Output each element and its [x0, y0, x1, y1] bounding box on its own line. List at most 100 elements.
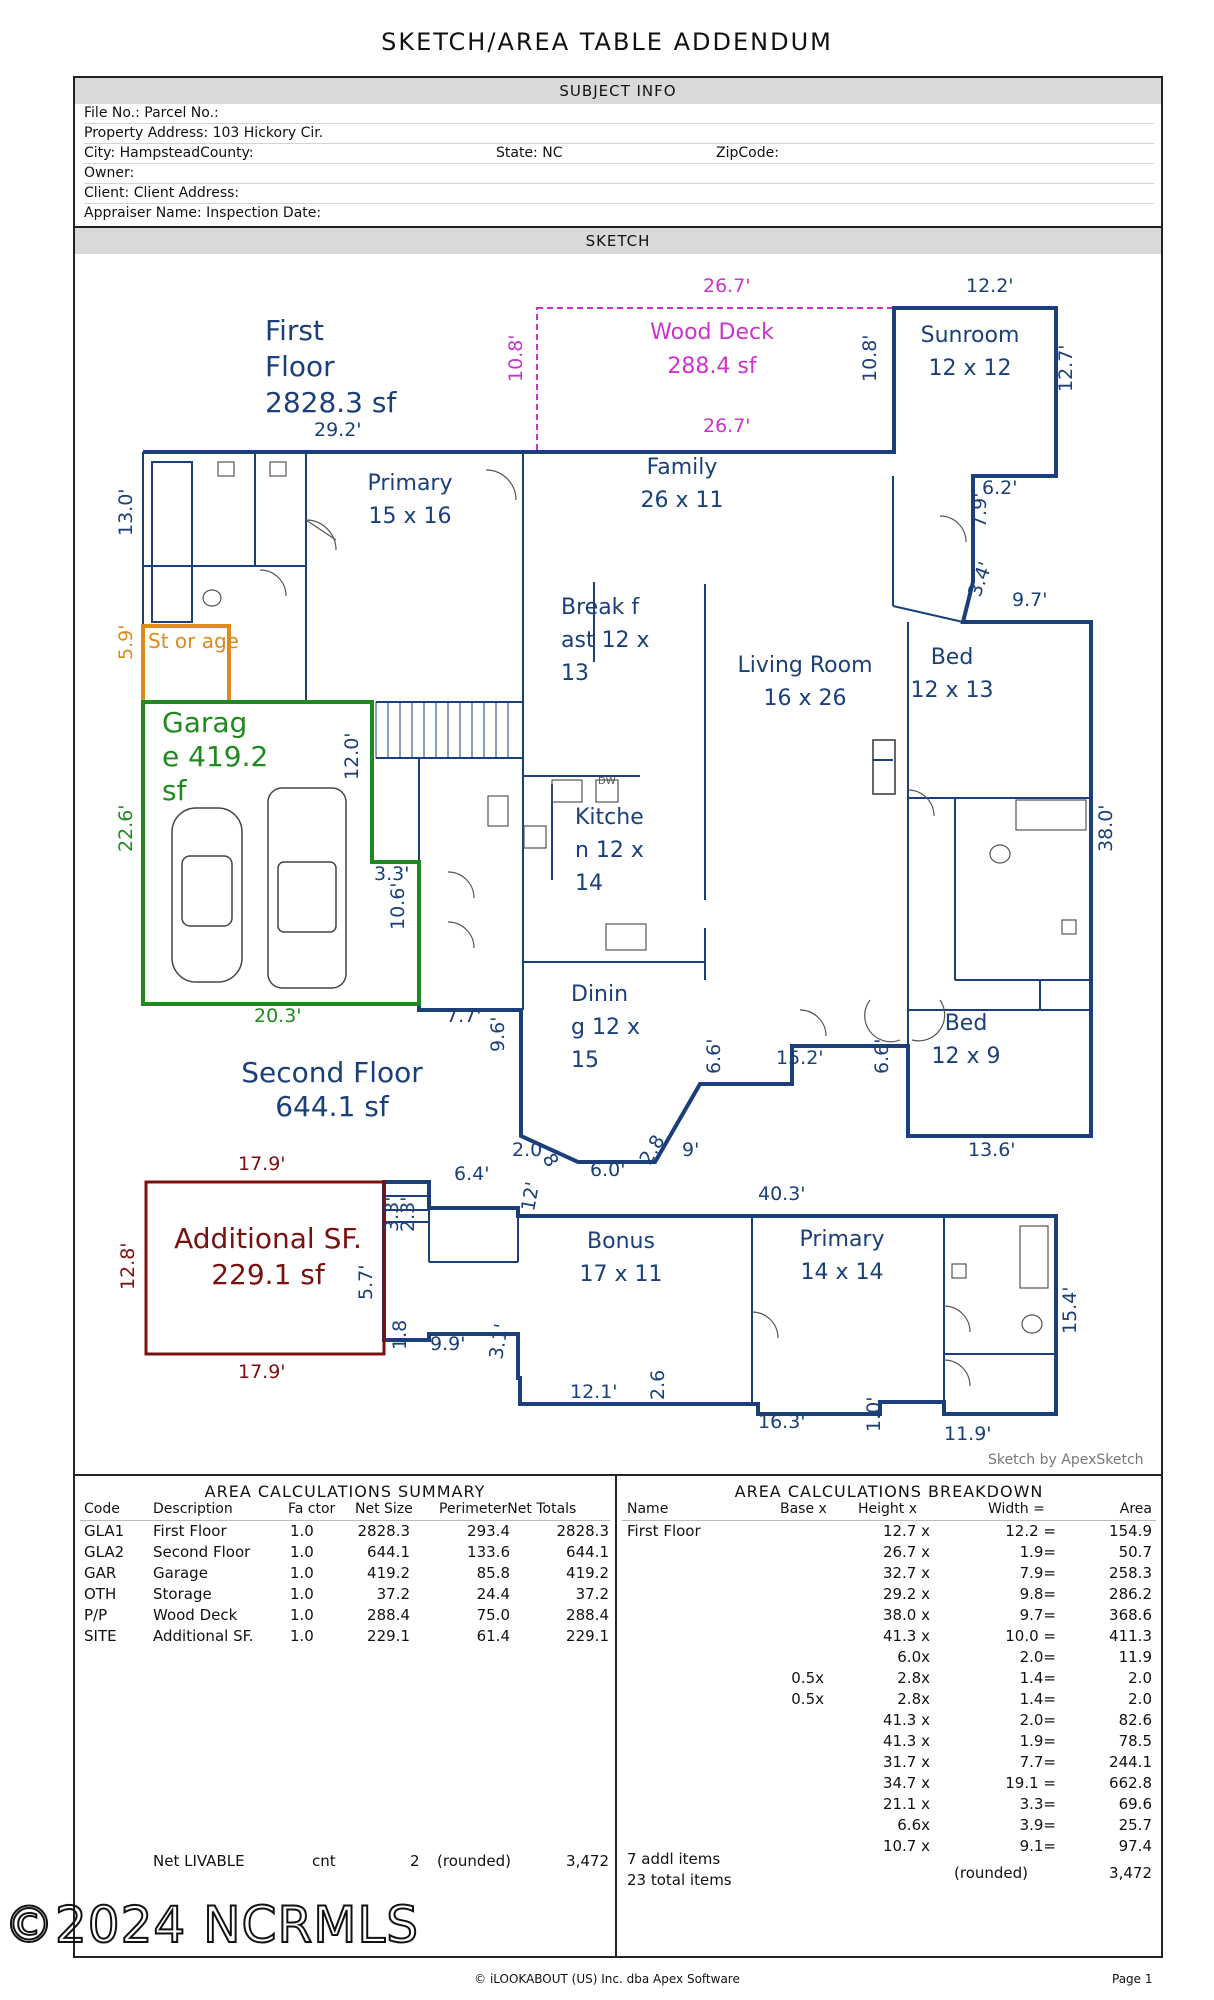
room-label-breakfast: 13 [561, 661, 589, 686]
summary-cell-code: P/P [84, 1606, 108, 1624]
summary-cell-factor: 1.0 [290, 1564, 314, 1582]
breakdown-cell-height: 41.3 x [882, 1627, 930, 1645]
dimension-d119: 11.9' [944, 1423, 992, 1445]
breakdown-cell-area: 69.6 [1118, 1795, 1152, 1813]
room-label-sunroom: 12 x 12 [929, 356, 1012, 381]
room-label-living: 16 x 26 [764, 686, 847, 711]
second-floor-outline [382, 1180, 1058, 1416]
table-split [615, 1474, 617, 1958]
area-label-wood-deck: 288.4 sf [667, 354, 757, 379]
dimension-d66a: 6.6' [703, 1039, 725, 1074]
col-width: Width = [988, 1501, 1045, 1517]
addendum-frame [73, 76, 1163, 1958]
dimension-add_bottom: 17.9' [238, 1361, 286, 1383]
breakdown-cell-area: 2.0 [1128, 1690, 1152, 1708]
dimension-sun_right: 12.7' [1055, 344, 1077, 392]
summary-cell-perimeter: 24.4 [476, 1585, 510, 1603]
col-net-size: Net Size [355, 1501, 413, 1517]
breakdown-cell-width: 19.1 = [1005, 1774, 1056, 1792]
breakdown-cell-area: 50.7 [1118, 1543, 1152, 1561]
dimension-ff_top: 29.2' [314, 419, 362, 441]
dimension-add_right: 5.7' [355, 1265, 377, 1300]
dimension-d20: 2.0 [512, 1139, 542, 1161]
property-address: Property Address: 103 Hickory Cir. [84, 125, 324, 141]
room-label-kitchen: 14 [575, 871, 603, 896]
summary-cell-code: GAR [84, 1564, 117, 1582]
net-livable-cnt-label: cnt [312, 1852, 336, 1870]
summary-cell-description: Wood Deck [153, 1606, 238, 1624]
summary-cell-code: GLA1 [84, 1522, 125, 1540]
state: State: NC [496, 145, 563, 161]
first-floor-outline [143, 306, 1093, 1164]
summary-cell-factor: 1.0 [290, 1522, 314, 1540]
appraiser-row: Appraiser Name: Inspection Date: [84, 204, 1154, 223]
dimension-d99: 9.9' [430, 1333, 465, 1355]
breakdown-cell-base: 0.5x [791, 1669, 824, 1687]
breakdown-total: 3,472 [1109, 1864, 1152, 1882]
breakdown-cell-height: 31.7 x [882, 1753, 930, 1771]
file-no-row: File No.: Parcel No.: [84, 104, 1154, 124]
room-label-kitchen: n 12 x [575, 838, 644, 863]
dimension-d96: 9.6' [487, 1017, 509, 1052]
room-label-breakfast: Break f [561, 595, 640, 620]
summary-cell-net-size: 288.4 [367, 1606, 410, 1624]
area-label-first-floor: Floor [265, 350, 335, 383]
dimension-d106: 10.6' [387, 882, 409, 930]
col-base: Base x [780, 1501, 827, 1517]
breakdown-cell-height: 34.7 x [882, 1774, 930, 1792]
room-label-primary-2: Primary [799, 1227, 884, 1252]
breakdown-cell-width: 2.0= [1019, 1711, 1056, 1729]
dimension-d403: 40.3' [758, 1183, 806, 1205]
summary-cell-net-size: 229.1 [367, 1627, 410, 1645]
summary-cell-net-size: 644.1 [367, 1543, 410, 1561]
garage-cars [171, 787, 347, 989]
area-label-additional: Additional SF. [174, 1222, 362, 1255]
summary-cell-net-total: 288.4 [566, 1606, 609, 1624]
breakdown-cell-width: 7.7= [1019, 1753, 1056, 1771]
net-livable-cnt: 2 [410, 1852, 420, 1870]
summary-cell-perimeter: 293.4 [467, 1522, 510, 1540]
breakdown-cell-area: 368.6 [1109, 1606, 1152, 1624]
breakdown-cell-height: 6.6x [897, 1816, 930, 1834]
summary-cell-net-total: 2828.3 [556, 1522, 610, 1540]
room-label-kitchen: Kitche [575, 805, 644, 830]
breakdown-cell-base: 0.5x [791, 1690, 824, 1708]
dimension-d18: 1.8 [389, 1320, 411, 1350]
area-label-garage: Garag [162, 706, 247, 739]
dimension-deck_top: 26.7' [703, 275, 751, 297]
area-label-additional: 229.1 sf [211, 1258, 326, 1291]
room-label-primary-2: 14 x 14 [801, 1260, 884, 1285]
area-label-first-floor: 2828.3 sf [265, 386, 397, 419]
dimension-stair_a: 3.3' [381, 1197, 403, 1232]
file-no-label: File No.: Parcel No.: [84, 105, 219, 121]
dishwasher-label: DW [598, 776, 616, 787]
client-row: Client: Client Address: [84, 184, 1154, 204]
breakdown-cell-height: 38.0 x [882, 1606, 930, 1624]
dimension-d34: 3.4' [964, 559, 997, 600]
room-label-sunroom: Sunroom [921, 323, 1020, 348]
dimension-sun_top: 12.2' [966, 275, 1014, 297]
dimension-d66b: 6.6' [871, 1039, 893, 1074]
dimension-d77: 7.7' [446, 1005, 481, 1027]
summary-cell-net-total: 419.2 [566, 1564, 609, 1582]
breakdown-cell-width: 7.9= [1019, 1564, 1056, 1582]
fireplace [872, 739, 896, 795]
dimension-d26: 2.6 [647, 1370, 669, 1400]
dimension-sun_62: 6.2' [982, 477, 1017, 499]
net-livable-total: 3,472 [566, 1852, 609, 1870]
summary-cell-description: First Floor [153, 1522, 227, 1540]
room-label-family: Family [647, 455, 718, 480]
net-livable-rounded: (rounded) [437, 1852, 512, 1870]
breakdown-cell-area: 286.2 [1109, 1585, 1152, 1603]
dimension-ff_left: 13.0' [115, 488, 137, 536]
summary-cell-factor: 1.0 [290, 1585, 314, 1603]
breakdown-cell-height: 6.0x [897, 1648, 930, 1666]
breakdown-cell-height: 41.3 x [882, 1711, 930, 1729]
breakdown-cell-width: 9.8= [1019, 1585, 1056, 1603]
dimension-gar_right: 12.0' [341, 732, 363, 780]
net-livable-label: Net LIVABLE [153, 1852, 245, 1870]
summary-cell-perimeter: 61.4 [476, 1627, 510, 1645]
dimension-d380: 38.0' [1095, 804, 1117, 852]
col-area: Area [1119, 1501, 1152, 1517]
